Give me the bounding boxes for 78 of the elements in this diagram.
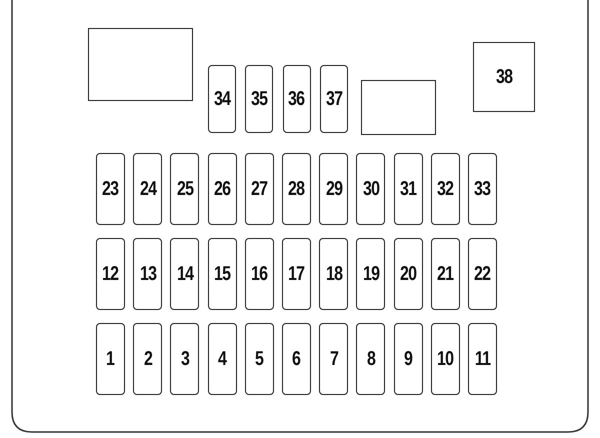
fuse <box>319 238 348 310</box>
fuse-number: 33 <box>474 178 491 200</box>
fuse-number: 18 <box>326 262 342 286</box>
fuse-number: 32 <box>437 178 454 200</box>
fuse-number: 35 <box>251 88 268 110</box>
fuse <box>170 238 200 310</box>
fuse <box>319 323 348 395</box>
fuse <box>208 153 237 225</box>
fuse <box>170 323 200 395</box>
fuse <box>356 238 386 310</box>
fuse <box>244 238 274 310</box>
fuse <box>244 153 274 225</box>
fuse-number: 13 <box>140 262 156 286</box>
fuse <box>356 323 386 395</box>
fuse-number: 38 <box>496 66 512 88</box>
fuse-number: 5 <box>255 348 264 370</box>
fuse-number: 9 <box>404 348 412 370</box>
fuse-number: 31 <box>400 178 416 200</box>
fuse-number: 23 <box>102 178 119 200</box>
fuse <box>468 323 497 395</box>
fuse <box>394 238 423 310</box>
fuse <box>320 65 348 133</box>
fuse-number: 17 <box>288 262 305 286</box>
fuse-number: 14 <box>176 262 193 286</box>
fuse <box>133 238 162 310</box>
fuse-number: 6 <box>292 348 301 370</box>
fuse <box>282 323 311 395</box>
fuse <box>394 153 423 225</box>
fuse-number: 21 <box>437 262 454 286</box>
fuse <box>319 153 348 225</box>
fuse <box>394 323 423 395</box>
fuse <box>430 238 460 310</box>
fuse-number: 34 <box>214 88 230 110</box>
fuse-number: 30 <box>362 178 379 200</box>
relay-box <box>361 80 436 135</box>
fuse <box>468 238 497 310</box>
fuse-number: 7 <box>330 348 338 370</box>
fuse-number: 20 <box>400 262 416 286</box>
fuse <box>430 323 460 395</box>
fuse-number: 15 <box>214 262 230 286</box>
fuse-number: 22 <box>474 262 491 286</box>
fuse-number: 8 <box>366 348 375 370</box>
fuse <box>282 153 311 225</box>
fuse <box>170 153 200 225</box>
fuse <box>356 153 386 225</box>
fuse <box>430 153 460 225</box>
fuse-number: 27 <box>251 178 268 200</box>
fuse-number: 19 <box>362 262 379 286</box>
fuse-number: 36 <box>288 88 305 110</box>
fuse-number: 10 <box>437 348 454 370</box>
fuse-number: 1 <box>106 348 115 370</box>
relay-box <box>88 28 193 101</box>
fuse <box>208 323 237 395</box>
fuse-number: 37 <box>326 88 342 110</box>
fuse <box>468 153 497 225</box>
fuse-number: 4 <box>218 348 226 370</box>
fuse <box>96 323 125 395</box>
fuse-number: 16 <box>251 262 268 286</box>
fuse <box>96 153 125 225</box>
fuse-number: 29 <box>326 178 342 200</box>
fuse <box>133 323 162 395</box>
fuse-number: 12 <box>102 262 119 286</box>
fuse <box>282 238 311 310</box>
fuse <box>282 65 311 133</box>
fuse-number: 24 <box>140 178 156 200</box>
fuse-number: 3 <box>180 348 189 370</box>
relay-box <box>473 42 535 112</box>
fuse <box>244 323 274 395</box>
fuse-number: 26 <box>214 178 230 200</box>
fuse <box>208 238 237 310</box>
fuse <box>245 65 274 133</box>
fuse-number: 25 <box>176 178 193 200</box>
fuse-number: 28 <box>288 178 305 200</box>
fuse <box>133 153 162 225</box>
fuse-number: 11 <box>474 348 490 370</box>
fuse <box>208 65 236 133</box>
fuse-number: 2 <box>144 348 152 370</box>
fuse <box>96 238 125 310</box>
